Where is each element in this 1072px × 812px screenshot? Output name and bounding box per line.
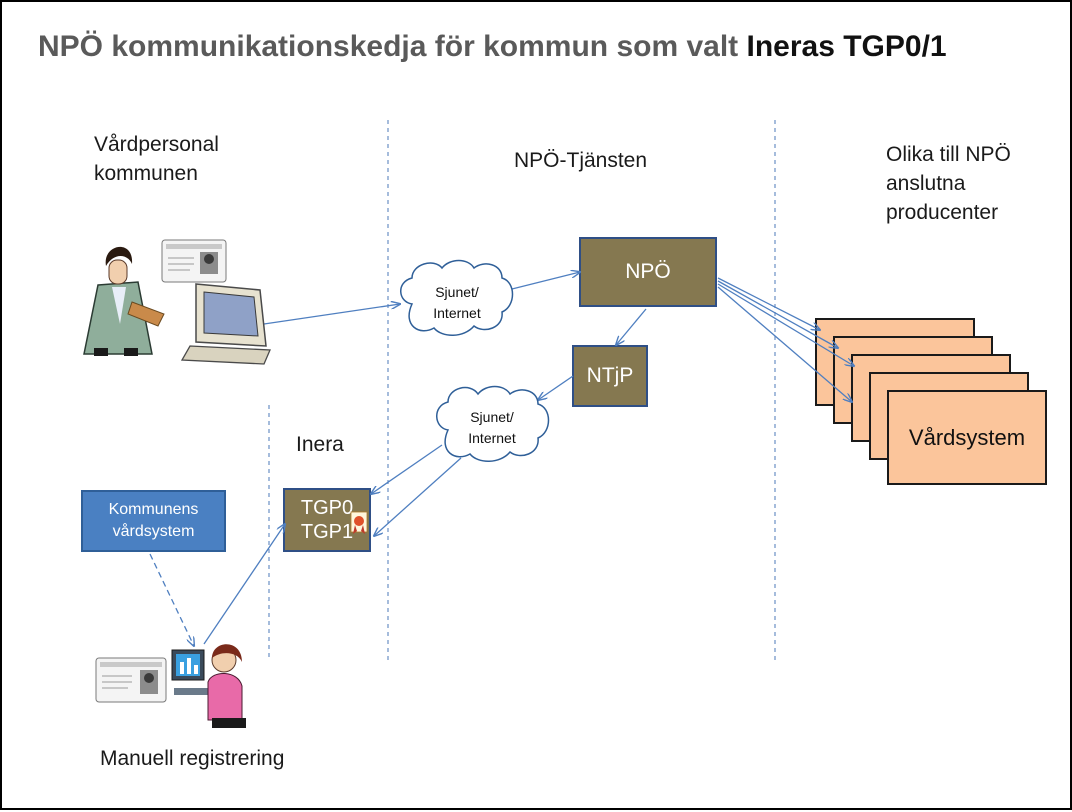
- arrow-computer-to-cloud: [263, 304, 400, 325]
- title-main: NPÖ kommunikationskedja för kommun som v…: [38, 30, 747, 63]
- id-card-icon: [161, 239, 227, 283]
- column-label-line: anslutna: [886, 172, 966, 195]
- cloud-lower-line2: Internet: [468, 430, 516, 446]
- person-at-computer-icon: [171, 644, 246, 728]
- cloud-icon: [436, 385, 550, 462]
- arrow-npo-to-producer-4: [717, 286, 852, 402]
- npo-box: NPÖ: [579, 237, 717, 307]
- arrow-cloud-to-tgp1: [374, 457, 462, 536]
- ntjp-box: NTjP: [572, 345, 648, 407]
- column-label-line: kommunen: [94, 162, 198, 185]
- arrow-cloud-to-tgp0: [371, 444, 443, 494]
- arrow-npo-to-producer-3: [717, 283, 854, 366]
- column-label-line: producenter: [886, 201, 999, 224]
- id-card-icon: [95, 657, 167, 703]
- cloud-upper-line1: Sjunet/: [435, 284, 479, 300]
- slide-title: NPÖ kommunikationskedja för kommun som v…: [38, 30, 947, 64]
- arrow-npo-to-producer-1: [717, 277, 820, 330]
- column-label-line: Vårdpersonal: [94, 133, 219, 156]
- arrow-cloud-to-npo: [511, 272, 580, 290]
- computer-monitor-icon: [180, 283, 271, 365]
- inera-label: Inera: [296, 433, 344, 456]
- arrow-user-to-tgp: [203, 524, 285, 645]
- column-separators: [268, 120, 776, 662]
- kommunens-line1: Kommunens: [108, 501, 199, 518]
- cloud-icon: [400, 259, 514, 336]
- tgp-box: TGP0 TGP1: [283, 488, 371, 552]
- manual-registration-label: Manuell registrering: [100, 747, 285, 770]
- tgp0-label: TGP0: [300, 497, 354, 519]
- arrow-kommunens-to-user: [149, 553, 194, 646]
- certificate-seal-icon: [350, 511, 368, 534]
- cloud-upper-line2: Internet: [433, 305, 481, 321]
- arrow-npo-to-ntjp: [616, 308, 647, 345]
- vardsystem-box: Vårdsystem: [887, 390, 1047, 485]
- column-label-producenter: Olika till NPÖ anslutna producenter: [886, 140, 1011, 227]
- arrow-ntjp-to-cloud: [538, 375, 574, 400]
- kommunens-line2: vårdsystem: [112, 523, 195, 540]
- column-label-npo-tjansten: NPÖ-Tjänsten: [514, 149, 648, 172]
- cloud-lower-line1: Sjunet/: [470, 409, 514, 425]
- kommunens-vardsystem-box: Kommunens vårdsystem: [81, 490, 226, 552]
- column-label-vardpersonal: Vårdpersonal kommunen: [94, 130, 219, 188]
- healthcare-worker-icon: [83, 246, 165, 356]
- column-label-line: Olika till NPÖ: [886, 143, 1011, 166]
- title-emphasis: Ineras TGP0/1: [746, 30, 947, 63]
- tgp1-label: TGP1: [300, 521, 354, 543]
- arrow-npo-to-producer-2: [717, 280, 838, 348]
